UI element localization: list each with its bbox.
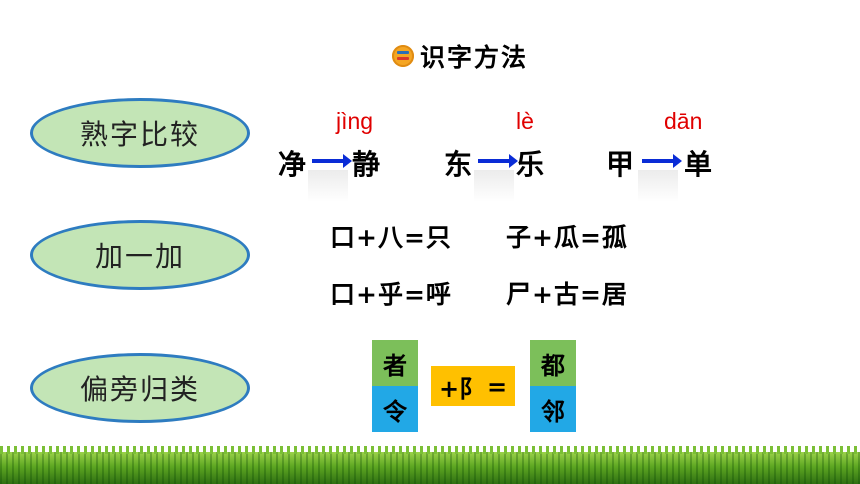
method-oval-add: 加一加 (30, 220, 250, 290)
shadow (638, 170, 678, 202)
equation-4: 尸+古=居 (506, 280, 628, 309)
grass-decoration (0, 446, 860, 484)
method-label: 熟字比较 (79, 118, 200, 151)
shadow (474, 170, 514, 202)
char-box-zhe: 者 (372, 340, 418, 386)
shadow (308, 170, 348, 202)
char-to-2: 乐 (516, 148, 545, 181)
pinyin-1: jìng (336, 108, 374, 134)
char-from-2: 东 (444, 148, 473, 181)
radical-plus: +阝 (438, 373, 484, 403)
radical-operator-box: +阝 = (431, 366, 515, 406)
method-oval-familiar: 熟字比较 (30, 98, 250, 168)
slide-title: 识字方法 (392, 38, 528, 74)
char-box-lin: 邻 (530, 386, 576, 432)
char-to-3: 单 (684, 148, 713, 181)
pinyin-2: lè (516, 108, 534, 134)
method-label: 加一加 (94, 240, 185, 273)
equals-sign: = (486, 371, 508, 401)
equation-3: 口+乎=呼 (330, 280, 452, 309)
equation-2: 子+瓜=孤 (506, 223, 628, 252)
arrow-right-icon (478, 154, 518, 168)
pinyin-3: dān (664, 108, 703, 134)
char-from-3: 甲 (606, 148, 635, 181)
method-label: 偏旁归类 (79, 373, 200, 406)
method-oval-radical: 偏旁归类 (30, 353, 250, 423)
char-box-ling: 令 (372, 386, 418, 432)
char-from-1: 净 (278, 148, 307, 181)
books-icon (392, 45, 414, 67)
arrow-right-icon (642, 154, 682, 168)
arrow-right-icon (312, 154, 352, 168)
title-text: 识字方法 (420, 43, 529, 72)
equation-1: 口+八=只 (330, 223, 452, 252)
char-box-du: 都 (530, 340, 576, 386)
char-to-1: 静 (352, 148, 381, 181)
